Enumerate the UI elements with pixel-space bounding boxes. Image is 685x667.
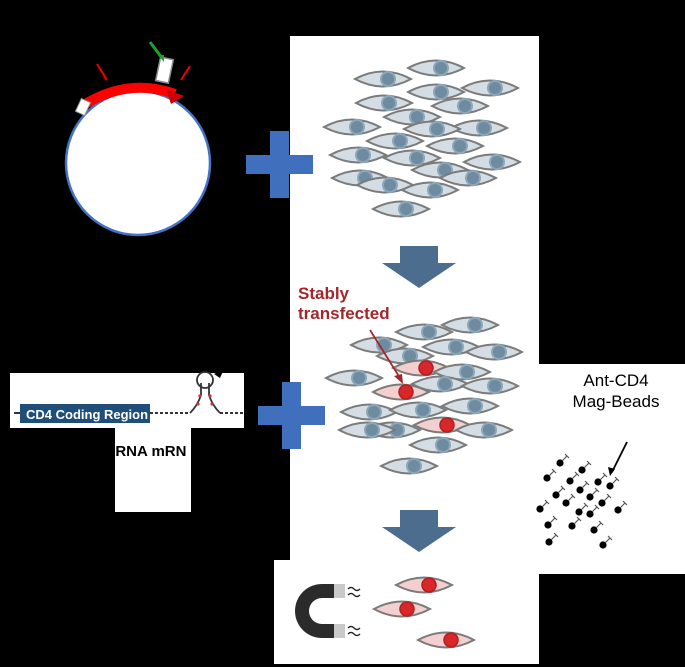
stably-pointer-arrow (369, 329, 401, 379)
mrna-label: xRNA mRN (113, 443, 187, 460)
magnet-panel (274, 560, 290, 664)
plus-icon-bottom (258, 382, 325, 449)
stably-line1: Stably (298, 284, 350, 303)
magnet-icon (295, 584, 361, 638)
mrna-construct (14, 369, 243, 423)
coding-region-label: CD4 Coding Region (26, 407, 149, 422)
plasmid-circle (64, 89, 212, 237)
plus-icon-top (246, 131, 313, 198)
plasmid-insert (84, 82, 177, 108)
beads-line1: Ant-CD4 (583, 371, 649, 390)
plasmid-tag (154, 56, 175, 85)
red-arrow-left (96, 63, 108, 81)
stably-line2: transfected (298, 304, 390, 323)
beads-line2: Mag-Beads (572, 392, 660, 411)
coding-region-box (20, 404, 150, 423)
mrna-label-panel (115, 428, 191, 512)
plasmid-marker (74, 97, 92, 117)
down-arrow-1 (382, 246, 456, 288)
anti-cd4-beads-label: Ant-CD4 Mag-Beads (560, 370, 672, 412)
plasmid-diagram (64, 41, 212, 237)
stably-transfected-label: Stably transfected (298, 284, 390, 324)
magnetic-beads (535, 441, 628, 550)
down-arrow-2 (382, 510, 456, 552)
promoter-arrow-icon (166, 89, 184, 104)
red-arrow-right (180, 65, 191, 81)
